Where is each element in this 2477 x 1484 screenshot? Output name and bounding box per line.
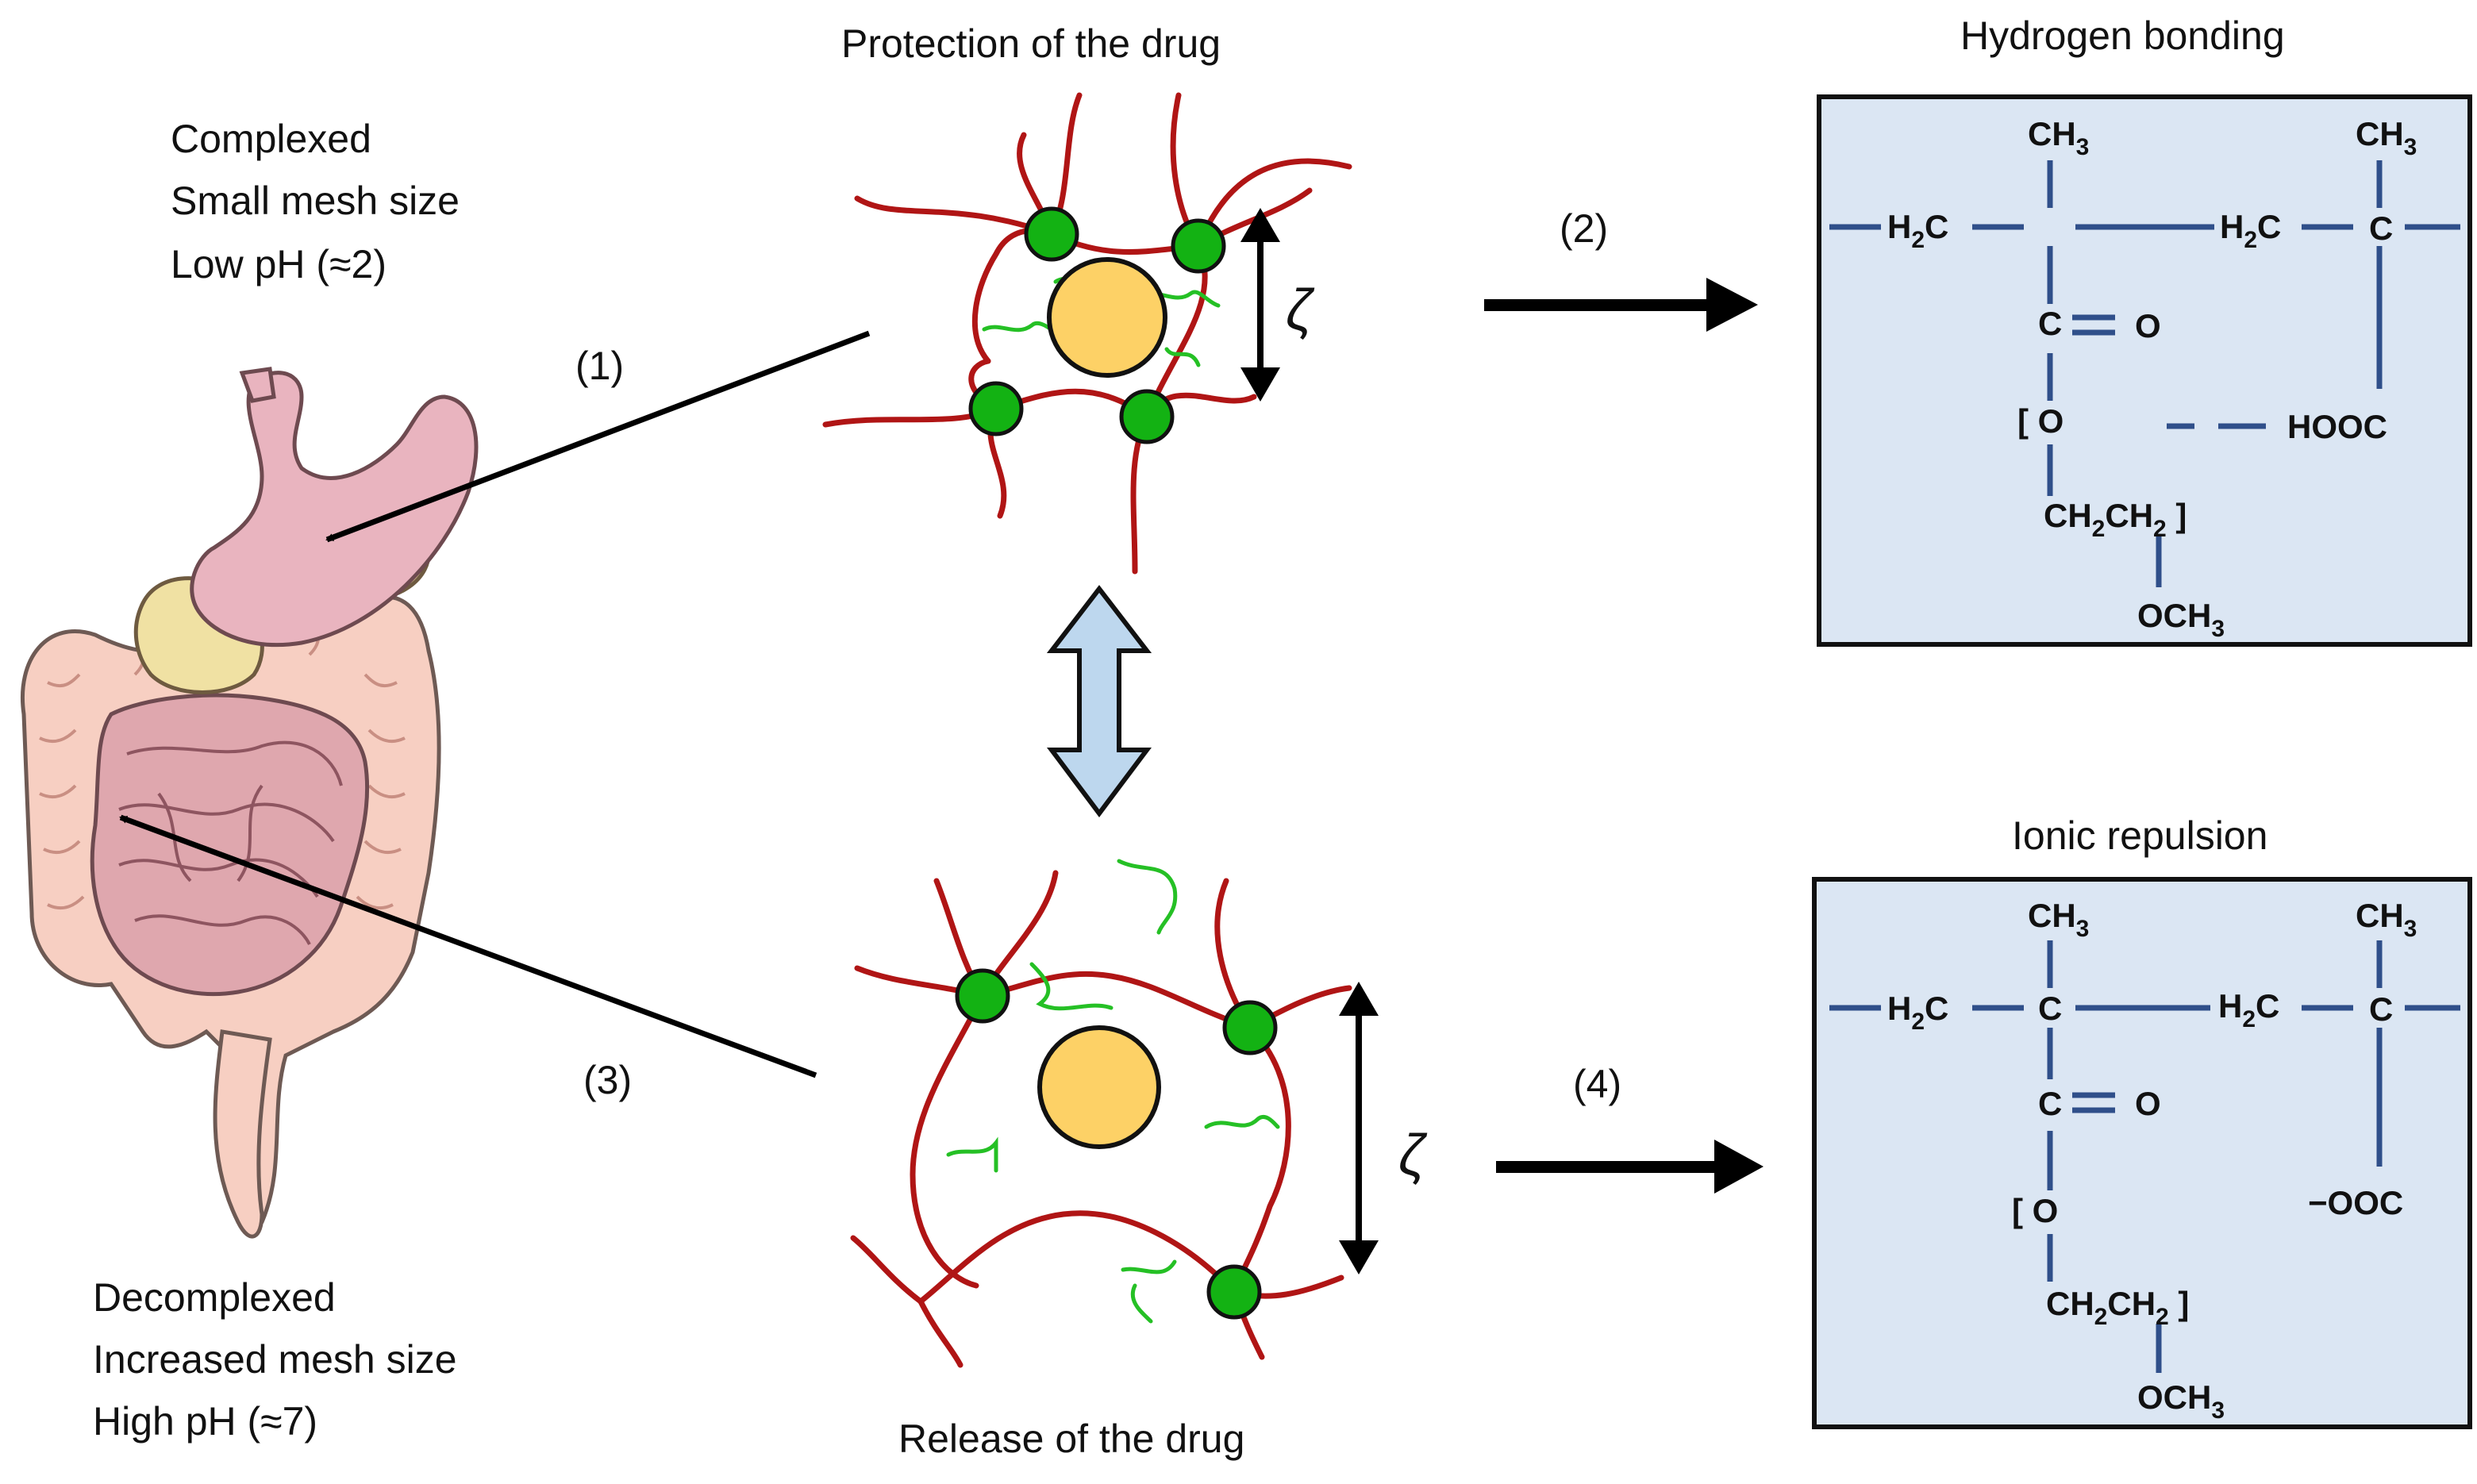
crosslink-node xyxy=(1171,218,1226,274)
mesh-size-arrowhead xyxy=(1240,367,1280,402)
crosslinks xyxy=(955,968,1278,1320)
ionic-och3: OCH3 xyxy=(2137,1378,2225,1424)
hydrogel-complexed xyxy=(822,92,1352,575)
hbond-ester-o: [ O xyxy=(2017,402,2064,440)
crosslink-node xyxy=(1119,389,1175,444)
hbond-ch2ch2: CH2CH2 ] xyxy=(2044,497,2187,542)
stomach-state-line1: Complexed xyxy=(171,117,371,161)
esophagus xyxy=(239,367,276,403)
crosslink-node xyxy=(1206,1264,1262,1320)
stomach-state-labels: Complexed Small mesh size Low pH (≈2) xyxy=(171,117,460,286)
ionic-h2c-a: H2C xyxy=(1887,990,1948,1035)
intestine-state-line3: High pH (≈7) xyxy=(93,1399,317,1444)
step-3-label: (3) xyxy=(583,1058,632,1102)
mesh-size-arrowhead xyxy=(1240,208,1280,242)
hbond-c-b: C xyxy=(2369,210,2393,247)
hydrogel-decomplexed xyxy=(850,859,1352,1368)
hbond-carbonyl-o: O xyxy=(2135,307,2161,344)
ionic-carbonyl-c: C xyxy=(2038,1085,2062,1122)
ionic-h2c-b: H2C xyxy=(2218,987,2279,1032)
top-panel-title: Protection of the drug xyxy=(841,21,1221,66)
stomach-state-line3: Low pH (≈2) xyxy=(171,242,387,286)
hbond-h2c-a: H2C xyxy=(1887,208,1948,253)
stomach xyxy=(190,371,479,648)
arrow-2-shaft xyxy=(1484,299,1714,311)
hbond-structure: CH3 CH3 H2C H2C C C O [ O HOOC CH2CH2 ] … xyxy=(1817,94,2472,647)
step-1-label: (1) xyxy=(575,344,624,388)
guest-chains xyxy=(946,859,1280,1324)
ionic-c-b: C xyxy=(2369,990,2393,1028)
digestive-tract-icon xyxy=(21,367,479,1239)
crosslink-node xyxy=(968,381,1024,436)
small-intestine xyxy=(90,693,370,996)
ionic-ester-o: [ O xyxy=(2012,1192,2058,1229)
arrow-4-shaft xyxy=(1496,1161,1722,1173)
ionic-carboxylate: −OOC xyxy=(2308,1184,2403,1221)
drug-particle xyxy=(1047,257,1167,378)
arrow-to-intestine xyxy=(119,814,817,1078)
hbond-ch3-b: CH3 xyxy=(2356,115,2417,160)
crosslink-node xyxy=(1222,1000,1278,1055)
hbond-acid: HOOC xyxy=(2287,408,2387,445)
mesh-size-arrowhead xyxy=(1339,1240,1379,1274)
ionic-panel xyxy=(1812,877,2472,1429)
ionic-ch2ch2: CH2CH2 ] xyxy=(2046,1285,2189,1330)
ionic-carbonyl-o: O xyxy=(2135,1085,2161,1122)
drug-particle xyxy=(1037,1025,1161,1149)
mesh-size-arrowhead xyxy=(1339,982,1379,1016)
ionic-ch3-a: CH3 xyxy=(2028,897,2089,942)
mesh-size-symbol-bottom: ζ xyxy=(1398,1124,1428,1187)
step-2-label: (2) xyxy=(1560,206,1608,251)
rectum xyxy=(213,1029,272,1239)
step-4-label: (4) xyxy=(1573,1062,1621,1106)
intestine-state-line2: Increased mesh size xyxy=(93,1337,457,1382)
hbond-ch3-a: CH3 xyxy=(2028,115,2089,160)
ionic-ch3-b: CH3 xyxy=(2356,897,2417,942)
arrow-2-head xyxy=(1706,278,1758,332)
hbond-och3: OCH3 xyxy=(2137,597,2225,642)
double-headed-arrow-icon xyxy=(1046,585,1152,817)
ionic-c-a: C xyxy=(2038,990,2062,1027)
crosslink-node xyxy=(1024,206,1079,262)
hbond-panel xyxy=(1817,94,2472,647)
arrow-to-stomach xyxy=(325,330,871,543)
hbond-title: Hydrogen bonding xyxy=(1960,13,2285,58)
stomach-state-line2: Small mesh size xyxy=(171,179,460,223)
ionic-title: Ionic repulsion xyxy=(2012,813,2267,858)
crosslinks xyxy=(968,206,1226,444)
crosslink-node xyxy=(955,968,1010,1024)
hbond-h2c-b: H2C xyxy=(2220,208,2281,253)
hbond-carbonyl-c: C xyxy=(2038,305,2062,342)
intestine-state-labels: Decomplexed Increased mesh size High pH … xyxy=(93,1275,457,1444)
arrow-4-head xyxy=(1714,1140,1764,1194)
bottom-panel-title: Release of the drug xyxy=(898,1417,1244,1461)
mesh-size-symbol-top: ζ xyxy=(1286,279,1315,342)
intestine-state-line1: Decomplexed xyxy=(93,1275,336,1320)
ionic-structure: CH3 CH3 H2C C H2C C C O [ O −OOC CH2CH2 … xyxy=(1812,877,2472,1429)
